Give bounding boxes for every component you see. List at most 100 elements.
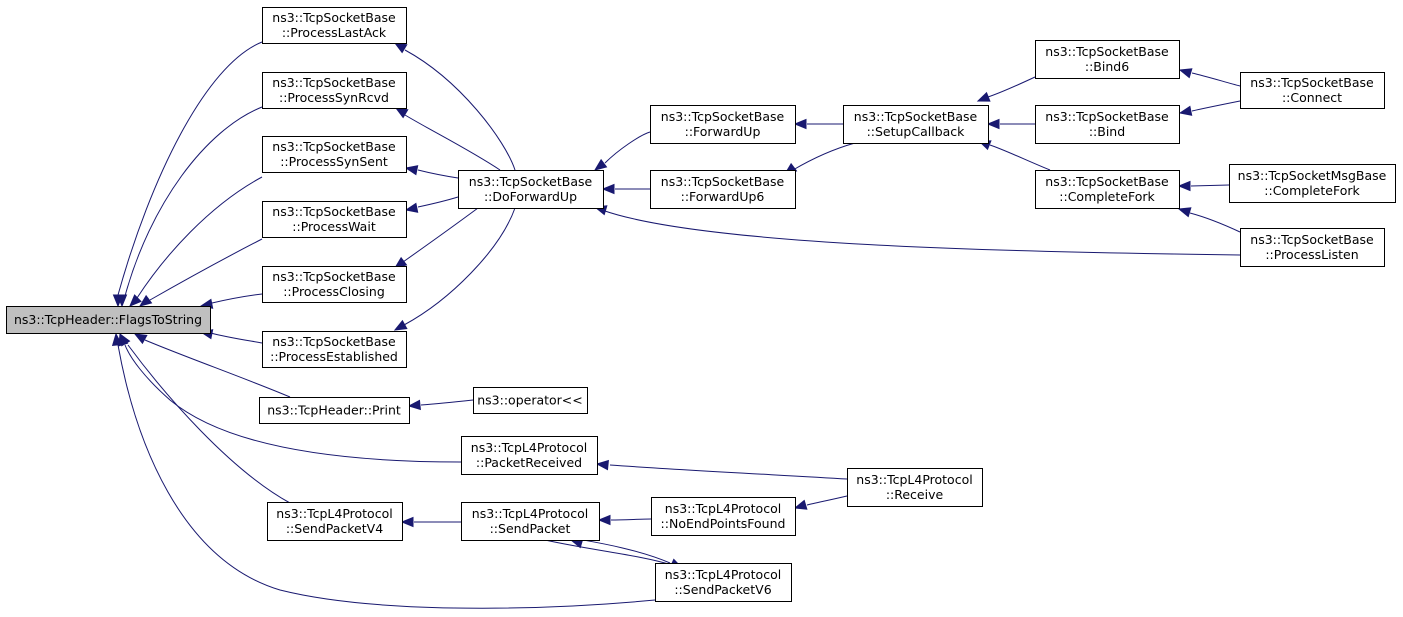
node-label-line: ::SetupCallback <box>867 124 966 139</box>
node-processSynSent[interactable]: ns3::TcpSocketBase::ProcessSynSent <box>262 136 407 173</box>
node-label-line: ::Bind6 <box>1085 59 1129 74</box>
node-label-line: ns3::TcpSocketBase <box>272 10 396 25</box>
node-operatorShift[interactable]: ns3::operator<< <box>473 387 588 414</box>
node-sendPacketV4[interactable]: ns3::TcpL4Protocol::SendPacketV4 <box>267 502 403 541</box>
edge-setupCallback-to-forwardUp6 <box>783 142 856 175</box>
node-sendPacket[interactable]: ns3::TcpL4Protocol::SendPacket <box>461 502 600 541</box>
node-label-line: ::PacketReceived <box>476 455 582 470</box>
node-box <box>847 468 983 507</box>
node-box <box>650 170 796 209</box>
node-label-line: ns3::TcpSocketBase <box>1045 44 1169 59</box>
node-processClosing[interactable]: ns3::TcpSocketBase::ProcessClosing <box>262 266 407 303</box>
arrowhead <box>986 118 1000 130</box>
node-box <box>461 436 598 475</box>
arrowhead <box>793 499 808 510</box>
node-label-line: ::ProcessListen <box>1265 247 1358 262</box>
node-box <box>1035 170 1180 209</box>
node-label-line: ns3::TcpL4Protocol <box>276 506 392 521</box>
edge-line <box>604 131 651 164</box>
edge-line <box>210 332 263 344</box>
node-packetReceived[interactable]: ns3::TcpL4Protocol::PacketReceived <box>461 436 598 475</box>
node-processListen[interactable]: ns3::TcpSocketBase::ProcessListen <box>1240 228 1385 267</box>
node-label-line: ns3::TcpSocketBase <box>1045 174 1169 189</box>
edge-processSynSent-to-root <box>129 176 263 307</box>
edge-receive-to-noEndPointsFound <box>793 495 848 510</box>
edge-forwardUp-to-doForwardUp <box>593 131 651 171</box>
node-processWait[interactable]: ns3::TcpSocketBase::ProcessWait <box>262 201 407 238</box>
node-label-line: ::Connect <box>1282 90 1342 105</box>
node-label-line: ::SendPacketV4 <box>286 521 383 536</box>
node-processSynRcvd[interactable]: ns3::TcpSocketBase::ProcessSynRcvd <box>262 72 407 109</box>
node-label-line: ns3::TcpL4Protocol <box>665 501 781 516</box>
edge-sendPacket-to-sendPacketV4 <box>400 516 461 528</box>
edge-line <box>403 207 516 326</box>
edge-processLastAck-to-root <box>112 41 263 308</box>
edge-line <box>404 49 516 171</box>
node-box <box>1240 72 1385 109</box>
node-label-line: ns3::TcpSocketBase <box>1250 75 1374 90</box>
node-doForwardUp[interactable]: ns3::TcpSocketBase::DoForwardUp <box>458 170 604 209</box>
edge-line <box>144 339 291 398</box>
node-label-line: ::ForwardUp6 <box>681 189 765 204</box>
edge-forwardUp6-to-doForwardUp <box>601 183 650 195</box>
node-tcpHeaderPrint[interactable]: ns3::TcpHeader::Print <box>259 397 410 424</box>
node-root[interactable]: ns3::TcpHeader::FlagsToString <box>6 306 211 334</box>
arrowhead <box>407 399 421 411</box>
node-sendPacketV6[interactable]: ns3::TcpL4Protocol::SendPacketV6 <box>655 563 792 602</box>
node-label-line: ::ProcessLastAck <box>282 25 387 40</box>
node-label-line: ns3::TcpSocketBase <box>1045 109 1169 124</box>
node-box <box>262 201 407 238</box>
node-label-line: ns3::TcpSocketBase <box>854 109 978 124</box>
edge-line <box>136 176 263 299</box>
node-completeFork[interactable]: ns3::TcpSocketBase::CompleteFork <box>1035 170 1180 209</box>
node-noEndPointsFound[interactable]: ns3::TcpL4Protocol::NoEndPointsFound <box>651 497 796 536</box>
node-label-line: ::CompleteFork <box>1264 183 1360 198</box>
edge-processSynRcvd-to-root <box>116 106 263 308</box>
node-forwardUp[interactable]: ns3::TcpSocketBase::ForwardUp <box>650 105 796 144</box>
arrowhead <box>119 332 131 347</box>
node-connect[interactable]: ns3::TcpSocketBase::Connect <box>1240 72 1385 109</box>
node-label-line: ns3::TcpSocketBase <box>272 204 396 219</box>
edge-connect-to-bind6 <box>1178 68 1241 87</box>
node-receive[interactable]: ns3::TcpL4Protocol::Receive <box>847 468 983 507</box>
edge-receive-to-packetReceived <box>595 459 848 480</box>
edge-line <box>402 207 479 263</box>
edge-sendPacketV4-to-root <box>119 332 291 504</box>
node-label-line: ::SendPacket <box>490 521 571 536</box>
node-forwardUp6[interactable]: ns3::TcpSocketBase::ForwardUp6 <box>650 170 796 209</box>
edge-line <box>601 209 1241 256</box>
edge-completeFork-to-setupCallback <box>977 140 1051 171</box>
arrowhead <box>404 165 419 176</box>
edge-operatorShift-to-tcpHeaderPrint <box>407 399 474 411</box>
edge-line <box>149 238 263 301</box>
node-box <box>650 105 796 144</box>
node-label-line: ns3::TcpL4Protocol <box>665 567 781 582</box>
node-label-line: ::ProcessWait <box>292 219 376 234</box>
edge-line <box>1189 212 1241 233</box>
node-bind[interactable]: ns3::TcpSocketBase::Bind <box>1035 105 1180 144</box>
node-label-line: ns3::TcpL4Protocol <box>856 472 972 487</box>
node-box <box>262 72 407 109</box>
edge-sendPacketV6-to-sendPacket <box>569 538 671 564</box>
node-box <box>1229 164 1396 203</box>
node-label-line: ::ForwardUp <box>685 124 761 139</box>
arrowhead <box>1178 105 1193 116</box>
node-processEstablished[interactable]: ns3::TcpSocketBase::ProcessEstablished <box>262 331 407 368</box>
arrowhead <box>1177 180 1191 192</box>
edge-line <box>1190 184 1230 187</box>
node-setupCallback[interactable]: ns3::TcpSocketBase::SetupCallback <box>843 105 989 144</box>
arrowhead <box>133 333 148 345</box>
edge-line <box>989 144 1051 171</box>
node-label-line: ns3::TcpL4Protocol <box>472 506 588 521</box>
node-label-line: ::DoForwardUp <box>484 189 577 204</box>
edge-line <box>117 41 263 296</box>
edge-line <box>582 539 671 564</box>
node-label-line: ::NoEndPointsFound <box>661 516 786 531</box>
node-label-line: ::Receive <box>886 487 944 502</box>
edge-sendPacketV6-to-root <box>111 332 656 609</box>
node-box <box>1035 105 1180 144</box>
arrowhead <box>400 516 414 528</box>
node-bind6[interactable]: ns3::TcpSocketBase::Bind6 <box>1035 40 1180 79</box>
node-msgCompleteFork[interactable]: ns3::TcpSocketMsgBase::CompleteFork <box>1229 164 1396 203</box>
node-processLastAck[interactable]: ns3::TcpSocketBase::ProcessLastAck <box>262 7 407 44</box>
